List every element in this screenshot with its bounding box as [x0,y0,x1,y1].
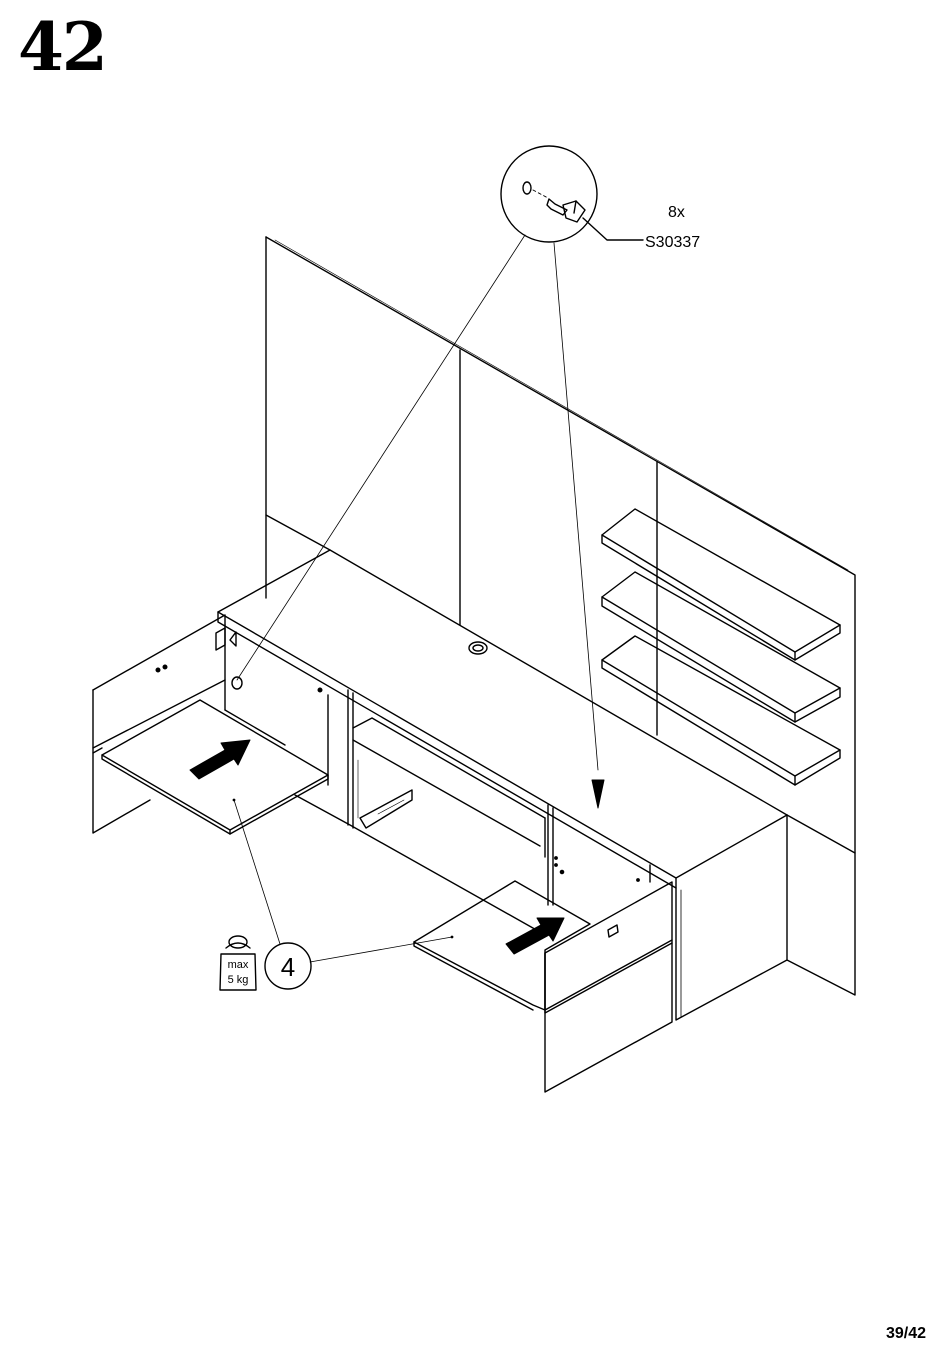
callout-leaders [234,800,452,962]
page-number: 39/42 [886,1325,926,1343]
push-arrow-left-icon [190,740,250,779]
wall-panel [266,237,855,995]
hardware-detail-bubble [237,146,643,770]
wall-shelf-bottom [602,636,840,785]
weight-value-label: 5 kg [228,974,249,986]
quantity-label: 8x [668,204,685,221]
sideboard-cabinet [93,550,787,1092]
placement-arrow-icon [592,780,604,808]
insert-shelf-right [414,881,590,1010]
push-arrow-right-icon [506,918,564,954]
part-code-label: S30337 [645,234,700,251]
weight-max-label: max [228,959,249,971]
shelf-support-pin-icon [547,199,585,222]
callout-number: 4 [281,952,295,982]
